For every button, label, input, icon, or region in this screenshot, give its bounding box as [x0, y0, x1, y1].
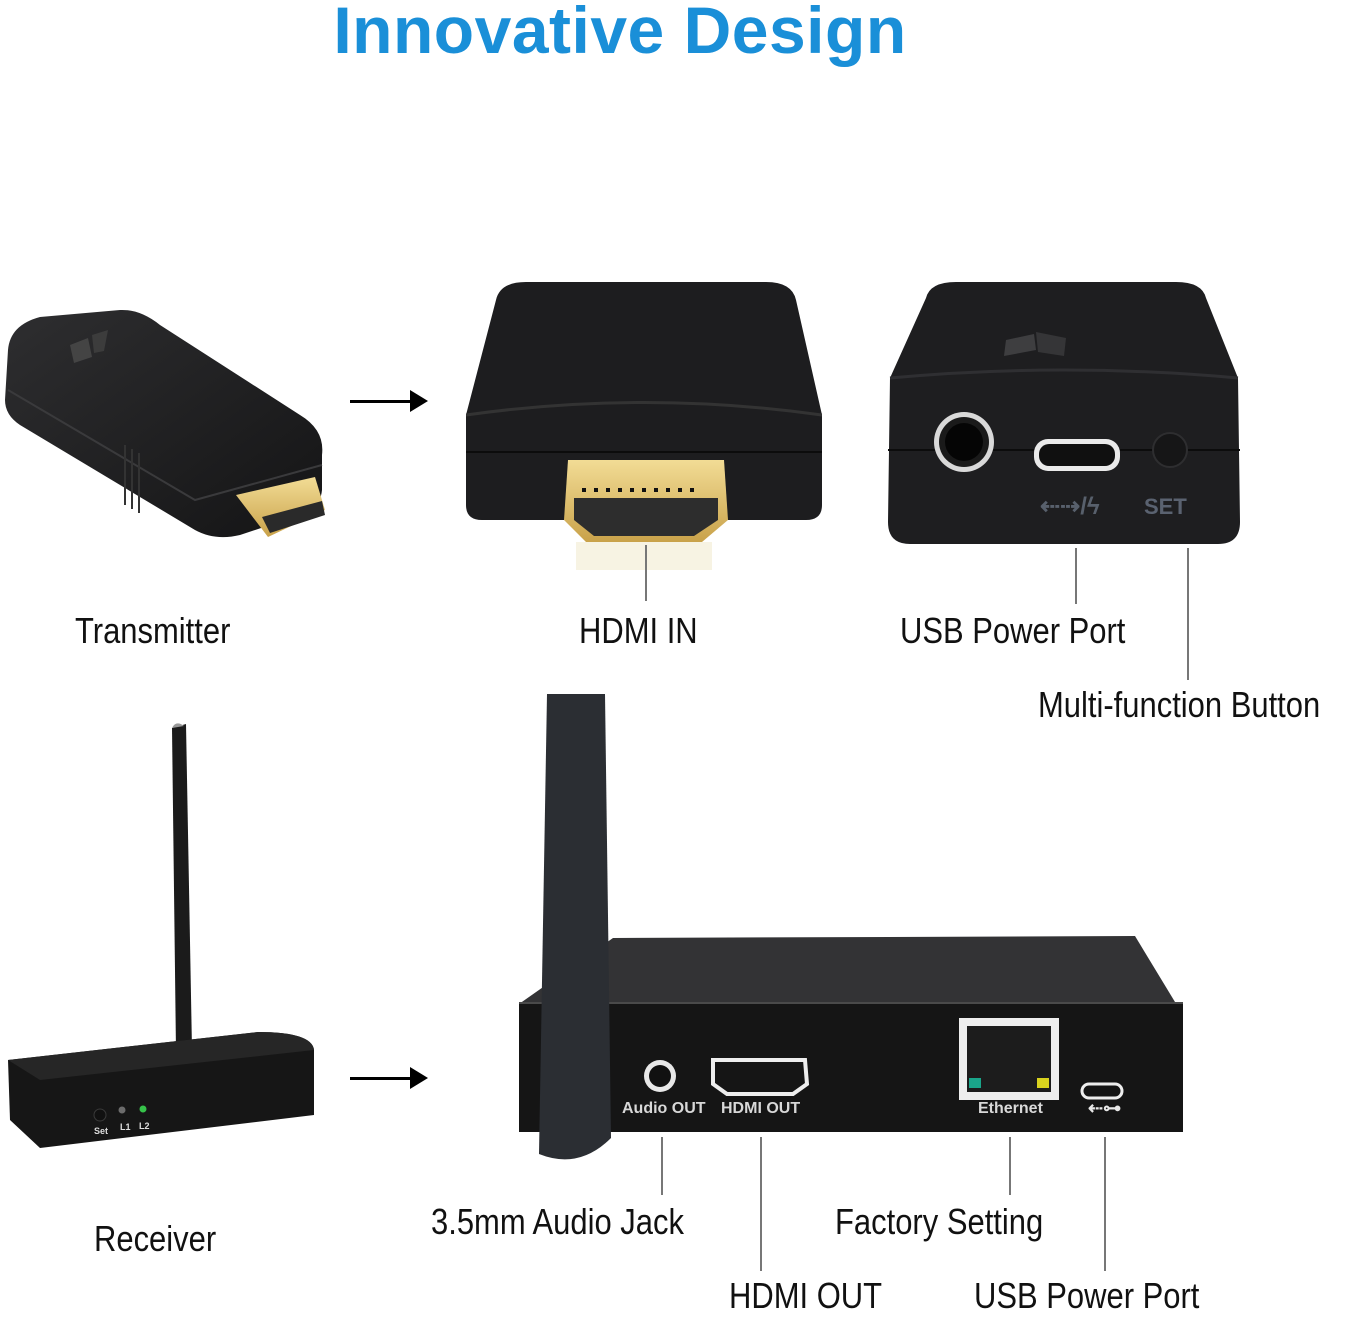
multi-function-button-leader-line	[1187, 548, 1189, 680]
transmitter-label: Transmitter	[75, 610, 231, 651]
factory-setting-leader-line	[1009, 1137, 1011, 1195]
receiver-set-button-label: Set	[94, 1126, 109, 1136]
receiver-led1-label: L1	[120, 1122, 131, 1132]
transmitter-hdmi-view-image	[465, 280, 823, 570]
set-panel-label: SET	[1144, 494, 1187, 519]
hdmi-out-panel-label: HDMI OUT	[721, 1100, 801, 1117]
usb-symbol-icon: ⇠⊶	[1088, 1098, 1122, 1118]
receiver-product-image	[0, 720, 320, 1150]
audio-jack-label: 3.5mm Audio Jack	[431, 1201, 684, 1242]
receiver-led2-label: L2	[139, 1121, 150, 1131]
factory-setting-label: Factory Setting	[835, 1201, 1044, 1242]
multi-function-button-label: Multi-function Button	[1038, 684, 1321, 725]
audio-out-panel-label: Audio OUT	[622, 1100, 706, 1117]
receiver-rear-panel-image	[515, 690, 1185, 1170]
hdmi-in-leader-line	[645, 545, 647, 601]
hdmi-out-leader-line	[760, 1137, 762, 1271]
arrow-right-icon	[350, 390, 428, 412]
hdmi-in-label: HDMI IN	[579, 610, 698, 651]
usb-power-symbol-icon: ⇠⇢/ϟ	[1040, 493, 1100, 520]
audio-jack-leader-line	[661, 1137, 663, 1195]
usb-power-port-leader-line	[1104, 1137, 1106, 1271]
receiver-usb-power-port-label: USB Power Port	[974, 1275, 1200, 1316]
transmitter-ports-view-image	[886, 282, 1242, 544]
arrow-right-icon	[350, 1067, 428, 1089]
hdmi-out-label: HDMI OUT	[729, 1275, 883, 1316]
usb-power-port-leader-line	[1075, 548, 1077, 604]
usb-power-port-label: USB Power Port	[900, 610, 1126, 651]
receiver-label: Receiver	[94, 1218, 217, 1259]
transmitter-product-image	[0, 305, 340, 550]
page-title: Innovative Design	[333, 0, 907, 67]
ethernet-panel-label: Ethernet	[978, 1100, 1043, 1117]
